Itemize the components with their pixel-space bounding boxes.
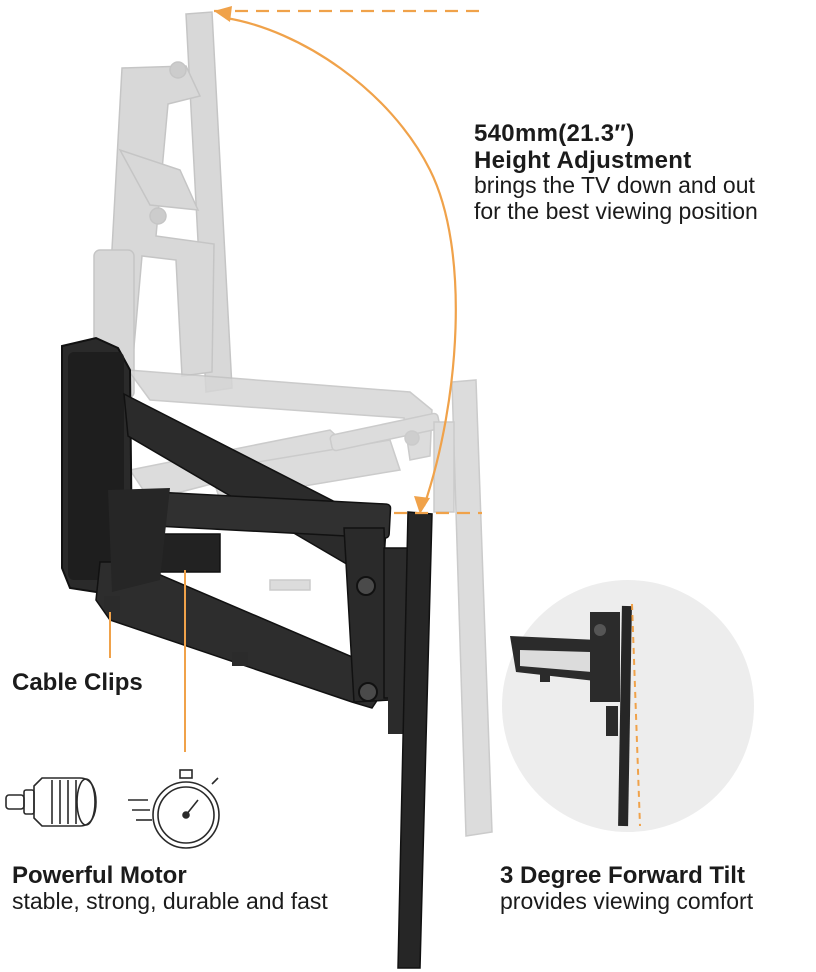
tilt-detail: [502, 580, 754, 832]
height-desc-line2: for the best viewing position: [474, 198, 758, 224]
stopwatch-icon: [128, 769, 220, 849]
motor-icon: [5, 777, 97, 827]
ghost-mount-raised: [93, 11, 233, 399]
height-indicator: [214, 6, 482, 515]
height-desc-line1: brings the TV down and out: [474, 172, 755, 198]
motor-desc: stable, strong, durable and fast: [12, 888, 328, 914]
height-arc-arrow-icon: [225, 16, 457, 507]
height-measure: 540mm(21.3″): [474, 120, 635, 147]
tilt-title: 3 Degree Forward Tilt: [500, 862, 745, 889]
height-title: Height Adjustment: [474, 147, 692, 174]
tilt-desc: provides viewing comfort: [500, 888, 754, 914]
cable-clips-label: Cable Clips: [12, 669, 143, 696]
motor-title: Powerful Motor: [12, 862, 187, 889]
